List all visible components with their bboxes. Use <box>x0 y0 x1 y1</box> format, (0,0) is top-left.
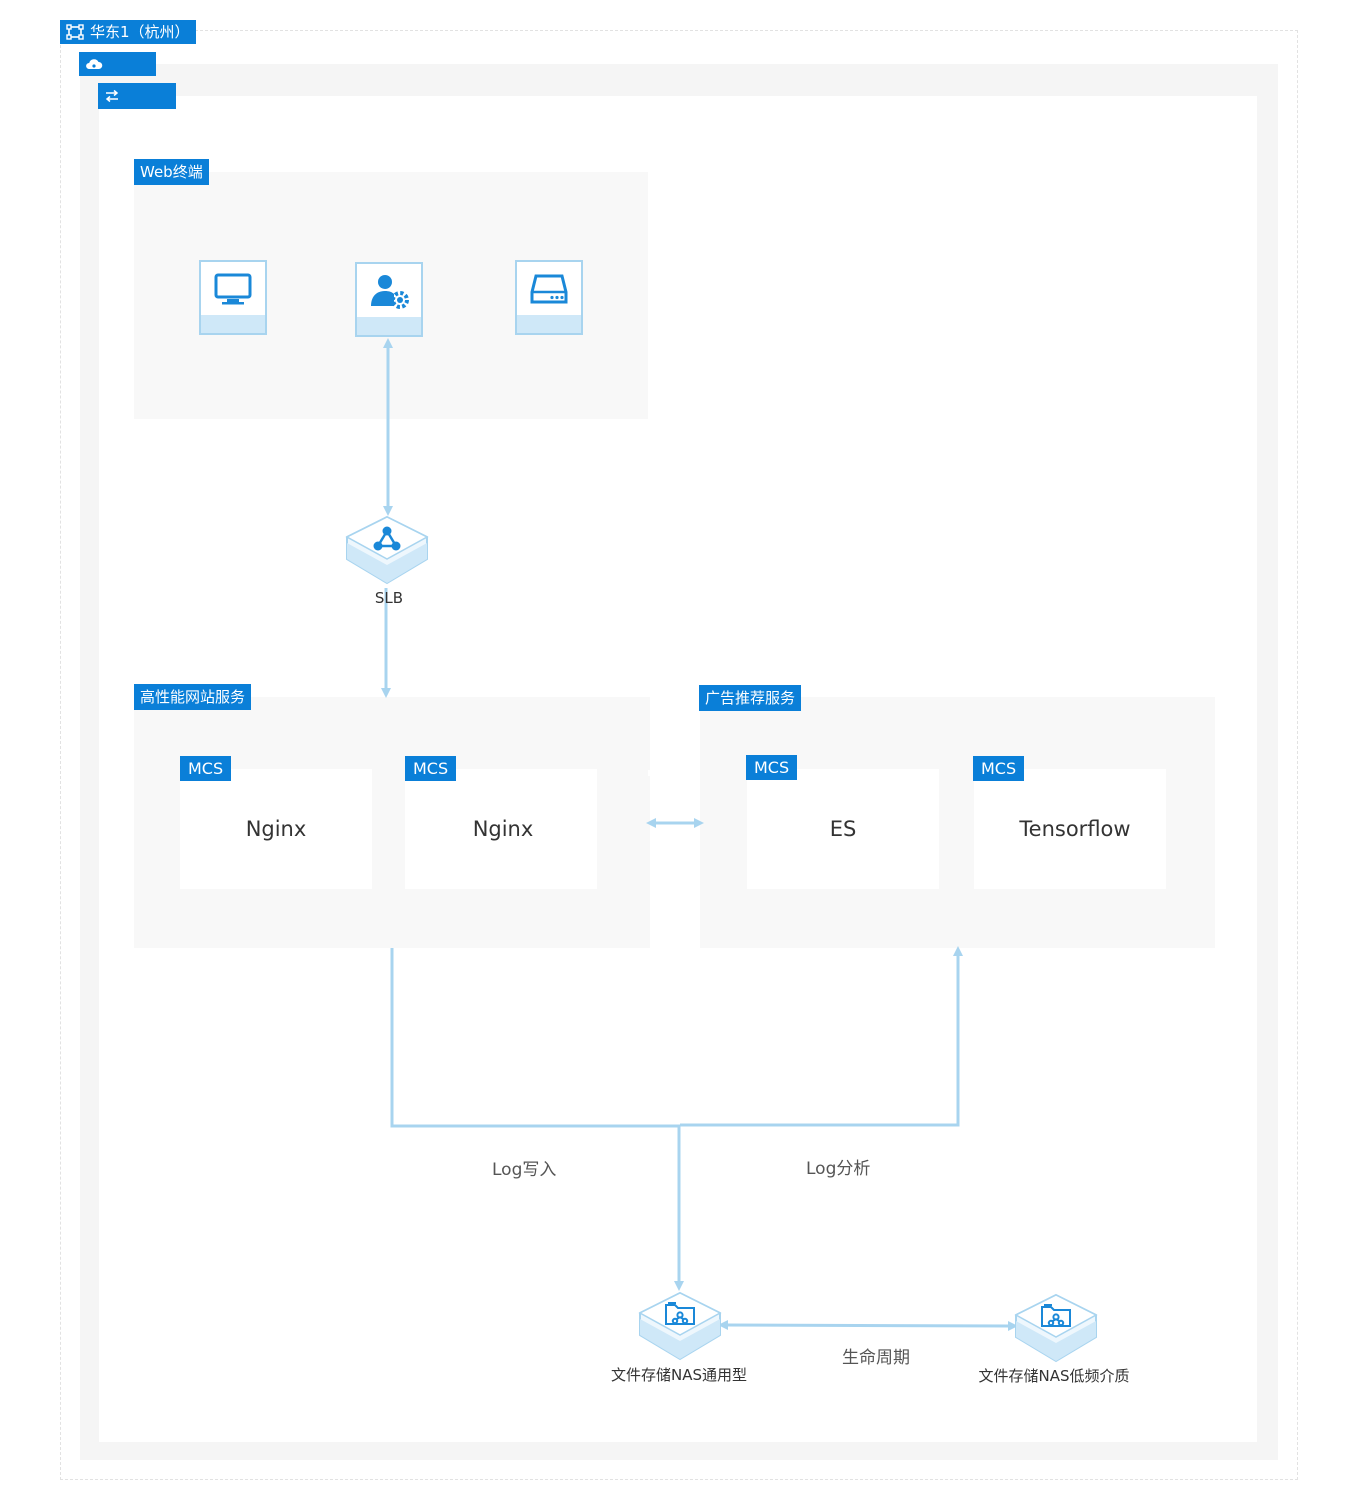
region-label: 华东1（杭州） <box>90 23 190 41</box>
server-icon <box>530 274 568 303</box>
arrow-to-nas <box>674 1281 684 1291</box>
folder-network-icon <box>1041 1304 1071 1327</box>
nginx-node-1-tag: MCS <box>180 756 232 781</box>
tensorflow-node-name: Tensorflow <box>1019 817 1131 841</box>
arrow-to-admin <box>383 338 393 348</box>
ad-service-group-tag[interactable]: 广告推荐服务 <box>699 685 802 711</box>
user-settings-icon <box>371 274 409 309</box>
region-container <box>60 30 1298 1480</box>
wire-lifecycle <box>725 1323 1011 1328</box>
nginx-node-2[interactable]: Nginx <box>405 769 597 889</box>
cloud-icon <box>86 59 103 69</box>
admin-terminal-node[interactable] <box>355 262 423 337</box>
vswitch-tag[interactable] <box>98 83 176 109</box>
server-terminal-node[interactable] <box>515 260 583 335</box>
vswitch-icon <box>105 89 119 103</box>
region-icon <box>66 24 84 40</box>
nginx-node-1-name: Nginx <box>245 817 307 841</box>
nginx-node-2-tag: MCS <box>405 756 457 781</box>
lifecycle-label: 生命周期 <box>842 1348 910 1368</box>
tensorflow-node-tag: MCS <box>973 756 1025 781</box>
gap-mark <box>648 770 652 776</box>
ad-service-group-label: 广告推荐服务 <box>705 689 796 707</box>
network-share-icon <box>373 526 401 551</box>
web-terminal-group-label: Web终端 <box>140 163 203 181</box>
arrow-to-nas-standard <box>718 1320 728 1330</box>
arrow-to-web-left <box>646 818 656 828</box>
es-node[interactable]: ES <box>747 769 939 889</box>
web-terminal-group-tag[interactable]: Web终端 <box>134 159 209 185</box>
arrow-to-ad <box>694 818 704 828</box>
nginx-node-1[interactable]: Nginx <box>180 769 372 889</box>
folder-network-icon <box>665 1302 695 1325</box>
region-tag[interactable]: 华东1（杭州） <box>60 20 196 44</box>
nas-standard-icon[interactable] <box>638 1291 722 1363</box>
tensorflow-node[interactable]: Tensorflow <box>974 769 1166 889</box>
web-service-group-tag[interactable]: 高性能网站服务 <box>134 684 252 710</box>
slb-icon[interactable] <box>345 515 429 587</box>
log-analyze-label: Log分析 <box>806 1159 871 1179</box>
log-write-label: Log写入 <box>492 1160 557 1180</box>
slb-label: SLB <box>374 589 404 607</box>
web-service-group-label: 高性能网站服务 <box>140 688 246 706</box>
nas-infrequent-icon[interactable] <box>1014 1293 1098 1365</box>
arrow-to-web <box>381 688 391 698</box>
wire-log-analyze <box>680 955 960 1127</box>
nginx-node-2-name: Nginx <box>472 817 534 841</box>
es-node-name: ES <box>829 817 857 841</box>
vpc-tag[interactable] <box>79 52 156 76</box>
arrow-to-nas-infrequent <box>1008 1321 1018 1331</box>
es-node-tag: MCS <box>746 755 798 780</box>
arrow-to-ad-up <box>953 946 963 956</box>
arrow-to-slb <box>383 506 393 516</box>
monitor-icon <box>214 273 252 304</box>
nas-infrequent-label: 文件存储NAS低频介质 <box>978 1367 1130 1385</box>
nas-standard-label: 文件存储NAS通用型 <box>610 1366 747 1384</box>
pc-terminal-node[interactable] <box>199 260 267 335</box>
wire-log-write <box>390 948 680 1128</box>
